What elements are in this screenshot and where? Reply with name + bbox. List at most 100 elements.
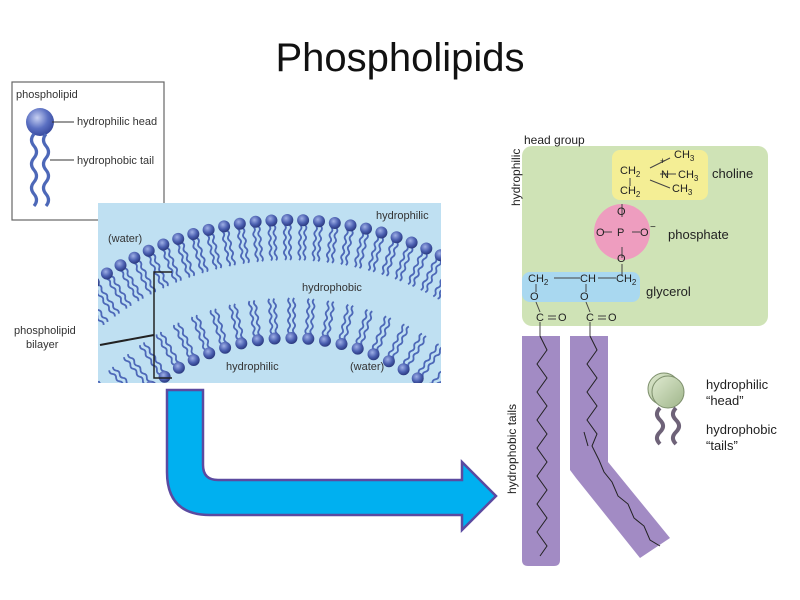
bilayer-tail-outer: [189, 234, 204, 274]
bilayer-tail-inner: [401, 332, 423, 369]
bilayer-head-outer: [489, 283, 501, 295]
bilayer-tail-inner: [214, 308, 229, 348]
bilayer-tail-outer: [473, 290, 497, 322]
bilayer-tail-outer: [98, 283, 120, 314]
bilayer-head-outer: [281, 214, 294, 226]
legend-tail-left: [29, 132, 39, 208]
bilayer-tail-outer: [311, 220, 318, 262]
bilayer-tail-inner: [52, 451, 88, 468]
gly-ch: CH: [580, 273, 596, 285]
icon-tail-label-1: hydrophobic: [706, 422, 777, 437]
bilayer-tail-outer: [282, 219, 288, 261]
bilayer-head-outer: [463, 265, 475, 277]
bilayer-tail-outer: [424, 256, 441, 294]
bond-o-c-left: [535, 301, 541, 313]
bilayer-tail-outer: [98, 314, 105, 325]
bilayer-tail-outer: [194, 232, 209, 273]
bilayer-head-inner: [110, 417, 122, 429]
bilayer-tail-inner: [195, 314, 213, 353]
ch3-a: CH3: [674, 149, 695, 163]
bilayer-tail-outer: [461, 281, 484, 314]
bilayer-tail-outer: [149, 249, 169, 287]
phosphate-label: phosphate: [668, 227, 729, 242]
bilayer-tail-outer: [287, 219, 293, 261]
hydrophobic-side-label: hydrophobic tails: [505, 404, 519, 494]
bilayer-head-outer: [501, 292, 513, 304]
structure-diagram: head group hydrophilic hydrophobic tails…: [505, 133, 777, 566]
hydrophilic-bottom-label: hydrophilic: [226, 361, 279, 373]
bilayer-tail-outer: [385, 237, 400, 277]
bilayer-head-outer: [297, 214, 310, 227]
bilayer-tail-inner: [359, 310, 373, 351]
bilayer-label-line2: bilayer: [26, 339, 59, 351]
choline-box: [612, 150, 708, 200]
bilayer-head-inner: [132, 392, 144, 404]
bilayer-head-inner: [285, 332, 298, 344]
bilayer-tail-outer: [358, 228, 370, 269]
bilayer-head-outer: [420, 242, 433, 255]
bilayer-tail-outer: [354, 227, 365, 268]
bilayer-head-outer: [476, 273, 488, 285]
bilayer-head-inner: [219, 341, 232, 354]
bilayer-head-outer: [434, 249, 441, 262]
bilayer-tail-inner: [475, 415, 509, 437]
o-bottom: O: [617, 253, 626, 265]
bilayer-head-outer: [390, 231, 403, 244]
hydrophilic-top-label: hydrophilic: [376, 210, 429, 222]
bilayer-tail-inner: [465, 399, 497, 423]
bilayer-tail-inner: [98, 380, 101, 383]
bilayer-tail-inner: [63, 429, 98, 449]
bilayer-tail-inner: [272, 297, 279, 339]
o-minus: −: [650, 222, 656, 233]
bilayer-tail-outer: [220, 226, 231, 267]
bilayer-tail-inner: [74, 412, 107, 434]
hydrophobic-mid-label: hydrophobic: [302, 282, 362, 294]
bilayer-tail-outer: [145, 251, 165, 289]
legend-tail-label: hydrophobic tail: [77, 155, 154, 167]
bilayer-tail-outer: [437, 289, 441, 300]
bilayer-head-inner: [438, 394, 450, 406]
bilayer-head-outer: [202, 223, 215, 236]
bilayer-illustration: (water) hydrophilic hydrophobic hydrophi…: [14, 203, 548, 468]
bilayer-head-outer: [313, 215, 325, 228]
bilayer-label-line1: phospholipid: [14, 325, 76, 337]
bilayer-tail-outer: [494, 311, 521, 341]
phospholipid-legend-box: phospholipid hydrophilic head hydrophobi…: [11, 81, 165, 221]
bilayer-head-inner: [411, 372, 424, 383]
bilayer-tail-outer: [399, 242, 415, 282]
bilayer-head-outer: [536, 325, 548, 337]
bilayer-tail-outer: [23, 350, 54, 375]
fatty-tail-right: [570, 336, 670, 558]
bilayer-tail-inner: [442, 369, 470, 398]
bilayer-tail-inner: [95, 385, 124, 412]
bilayer-head-outer: [328, 217, 341, 229]
gly-o-right: O: [580, 291, 589, 303]
bilayer-head-outer: [449, 257, 461, 269]
bilayer-head-inner: [479, 447, 491, 459]
bilayer-tail-inner: [309, 298, 316, 340]
bilayer-head-inner: [367, 348, 380, 361]
bilayer-head-outer: [157, 238, 170, 251]
bilayer-tail-inner: [233, 303, 246, 344]
bilayer-head-inner: [382, 355, 395, 368]
bilayer-head-outer: [63, 296, 75, 308]
bilayer-tail-outer: [256, 220, 264, 262]
bilayer-head-outer: [128, 251, 141, 264]
bilayer-tail-inner: [143, 342, 168, 376]
bilayer-head-inner: [146, 380, 156, 383]
bilayer-tail-outer: [450, 272, 471, 306]
bilayer-head-inner: [428, 382, 434, 383]
bilayer-tail-outer: [240, 222, 250, 264]
bilayer-tail-outer: [372, 232, 385, 273]
bilayer-tail-inner: [155, 334, 178, 370]
bilayer-tail-inner: [191, 316, 209, 355]
bilayer-head-inner: [187, 354, 200, 366]
bilayer-curve-art: [23, 214, 548, 468]
bilayer-tail-outer: [445, 269, 466, 303]
bilayer-head-outer: [114, 259, 127, 272]
p-atom: P: [617, 227, 624, 239]
slide-title: Phospholipids: [275, 36, 525, 80]
bilayer-tail-outer: [121, 263, 144, 299]
bilayer-head-inner: [268, 332, 281, 345]
double-bond-mark: [583, 431, 589, 447]
